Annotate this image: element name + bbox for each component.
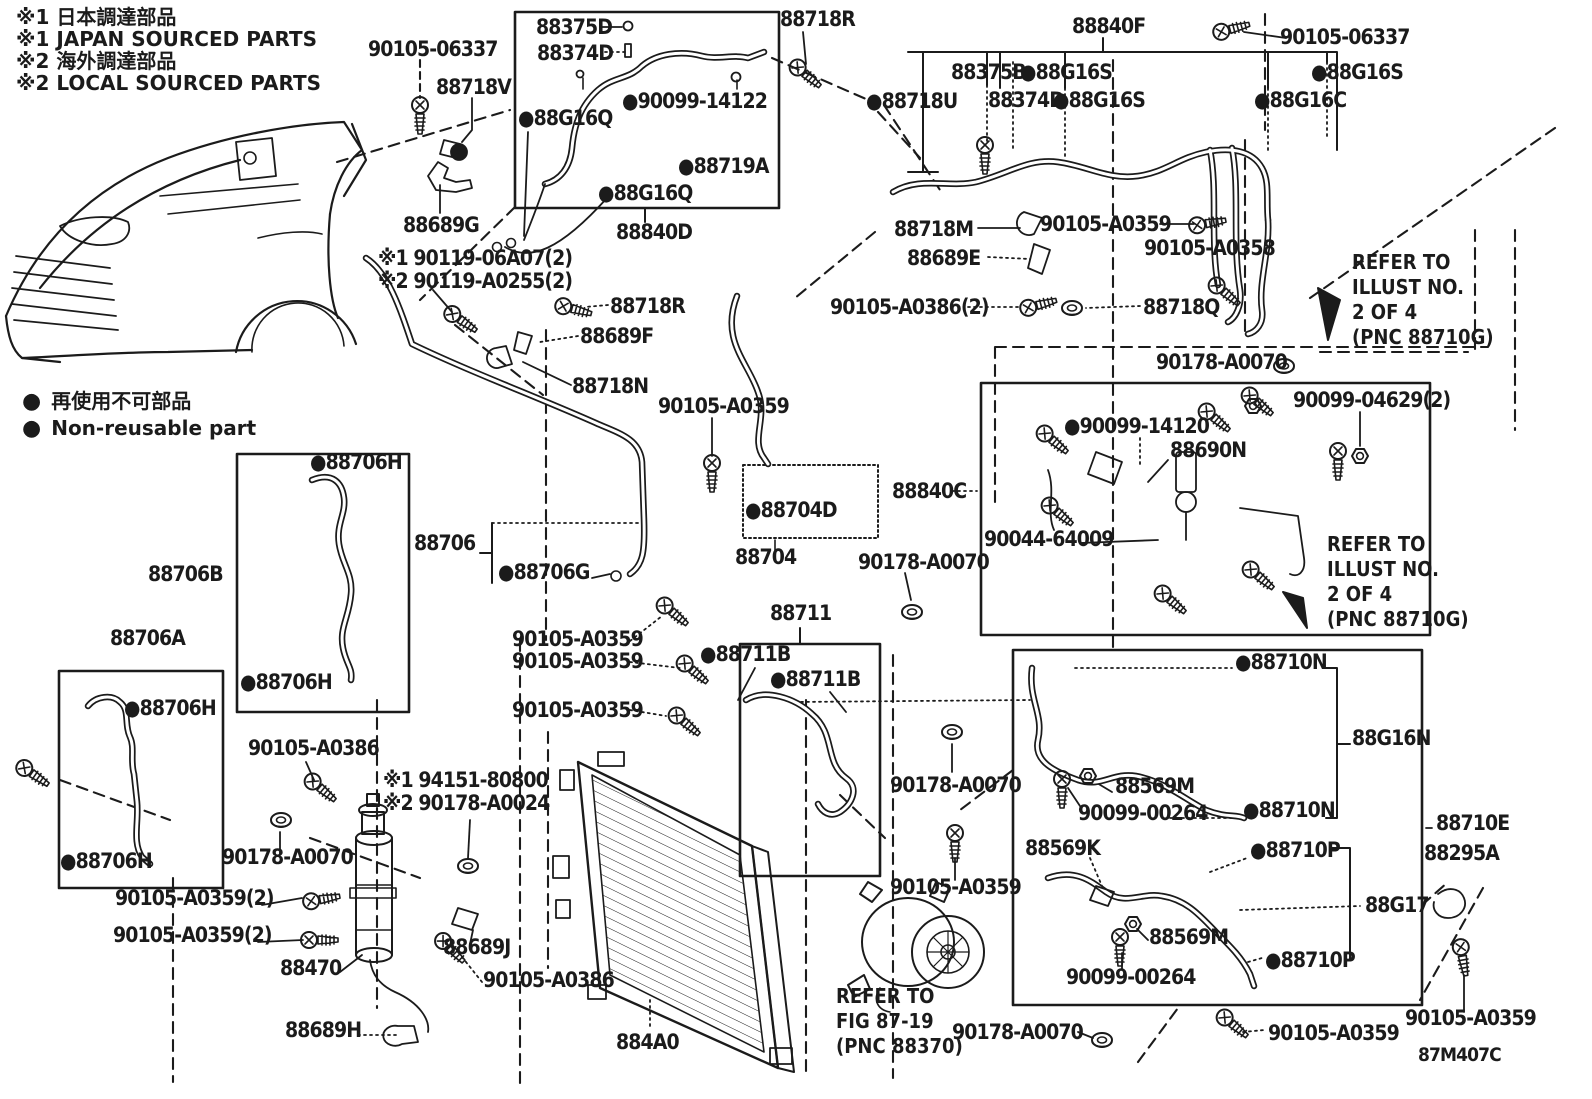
screw-icon <box>1032 421 1073 460</box>
screw-icon <box>300 887 343 912</box>
valve-88690n-icon <box>1175 451 1197 493</box>
non-reusable-dot-icon: ● <box>22 416 42 441</box>
nut-icon <box>1124 916 1142 932</box>
group-dashed-boundaries <box>58 12 1557 1087</box>
car-sketch <box>4 120 368 364</box>
group-arrows <box>1282 287 1341 629</box>
screw-icon <box>1238 557 1279 596</box>
sourcing-legend: ※1 日本調達部品 ※1 JAPAN SOURCED PARTS ※2 海外調達… <box>16 6 321 94</box>
screw-icon <box>1186 211 1229 236</box>
grommet-icon <box>270 812 292 828</box>
screw-icon <box>12 755 54 793</box>
screw-icon <box>300 769 341 808</box>
screw-icon <box>1111 928 1129 967</box>
screw-icon <box>1017 291 1060 319</box>
group-tubes <box>84 48 1272 990</box>
clamp-88718v-icon <box>439 139 461 159</box>
screw-icon <box>552 295 595 323</box>
box-88706a <box>57 669 225 890</box>
bracket-88689g-icon <box>427 161 473 193</box>
screw-icon <box>1150 581 1191 620</box>
legend-line: ※1 日本調達部品 <box>16 5 177 29</box>
nut-icon <box>1351 448 1369 464</box>
screw-icon <box>703 454 721 493</box>
clamp-88718n-icon <box>486 345 513 369</box>
group-brackets <box>479 37 1351 961</box>
screw-icon <box>664 703 705 742</box>
screw-icon <box>300 931 339 949</box>
screw-icon <box>1212 1005 1253 1044</box>
screw-icon <box>946 824 964 863</box>
box-88840d <box>513 10 781 210</box>
pin-88374d-icon <box>624 43 632 58</box>
grommet-icon <box>941 724 963 740</box>
legend-line: ※1 JAPAN SOURCED PARTS <box>16 27 318 51</box>
non-reusable-legend: ●再使用不可部品 ●Non-reusable part <box>22 388 256 442</box>
group-boxes <box>57 10 1432 1007</box>
legend-line: ●再使用不可部品 <box>22 389 192 414</box>
box-88711 <box>738 642 882 878</box>
screw-icon <box>672 651 713 690</box>
grommet-icon <box>1273 358 1295 374</box>
grommet-icon <box>457 858 479 874</box>
screw-icon <box>1194 399 1235 438</box>
group-small-parts <box>382 20 1466 1047</box>
box-88706 <box>235 452 411 714</box>
refer-arrow-icon <box>1317 287 1341 341</box>
clamp-88718m-icon <box>1016 211 1043 236</box>
screw-icon <box>1210 15 1253 43</box>
screw-icon <box>1450 936 1475 979</box>
legend-line: ※2 LOCAL SOURCED PARTS <box>16 71 322 95</box>
screw-icon <box>430 928 471 969</box>
grommet-icon <box>901 604 923 620</box>
legend-line: ●Non-reusable part <box>22 416 257 441</box>
grommet-icon <box>1061 300 1083 316</box>
clamp-88295a-icon <box>1432 888 1466 919</box>
screw-icon <box>440 301 482 339</box>
non-reusable-dot-icon: ● <box>22 389 42 414</box>
refer-arrow-icon <box>1282 591 1308 629</box>
clip-88689f-icon <box>513 331 533 355</box>
group-leaders <box>257 26 1465 1039</box>
box-88704 <box>742 464 879 539</box>
screw-icon <box>1037 493 1078 532</box>
screw-icon <box>652 593 693 632</box>
compressor-sketch <box>847 881 985 1013</box>
condenser-884a0 <box>552 751 795 1073</box>
clip-88689j-icon <box>451 907 479 931</box>
screw-icon <box>976 136 994 175</box>
bracket-88689e-icon <box>1027 243 1051 275</box>
screw-icon <box>411 96 429 135</box>
legend-line: ※2 海外調達部品 <box>16 49 177 73</box>
bolt-88375d-icon <box>622 20 634 32</box>
box-refer-center <box>979 381 1432 637</box>
receiver-drier-88470 <box>349 793 430 1033</box>
screw-icon <box>1329 442 1347 481</box>
box-88710 <box>1011 648 1424 1007</box>
screw-icon <box>1237 383 1278 422</box>
grommet-icon <box>1091 1032 1113 1048</box>
fitting-88569k-icon <box>1089 885 1115 907</box>
clamp-88689h-icon <box>382 1024 419 1047</box>
